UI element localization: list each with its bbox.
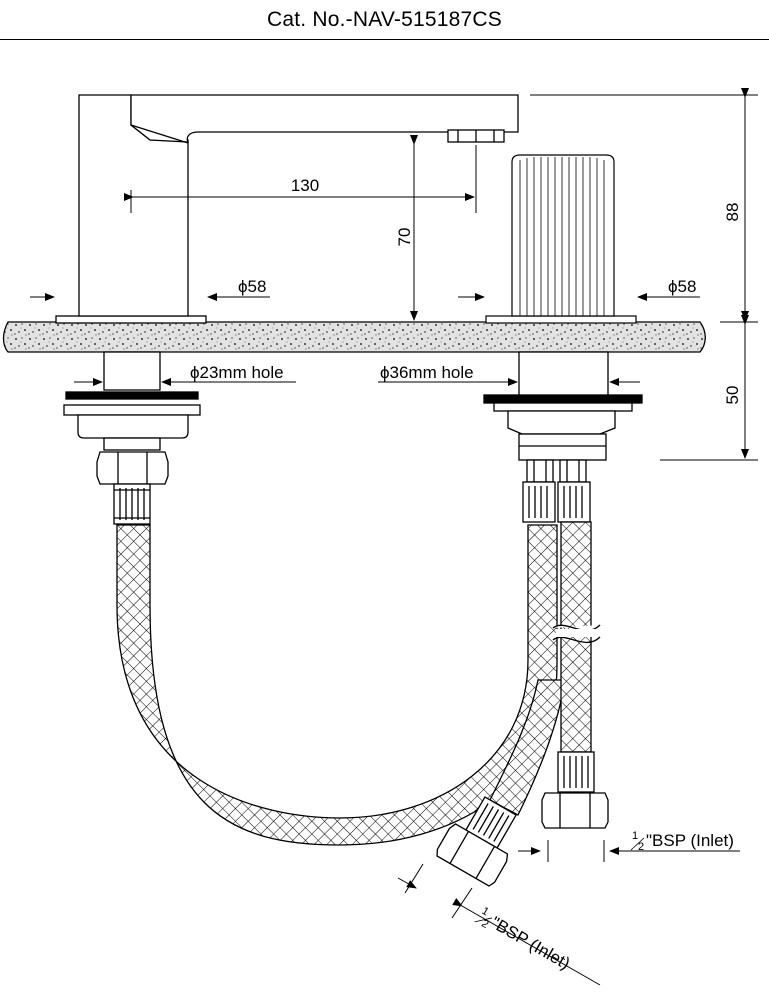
catalog-number-title: Cat. No.-NAV-515187CS [267,7,502,31]
diagonal-inlet-label: 1 2 "BSP (Inlet) [474,905,574,973]
countertop [2,321,706,353]
braided-hose-straight [552,521,601,753]
dim-handle-hole: ϕ36mm hole [380,363,474,382]
right-inlet-fraction-num: 1 [632,830,638,842]
handle-undermount [483,351,643,523]
title-bar: Cat. No.-NAV-515187CS [0,0,769,40]
spout-body [55,94,519,324]
braided-hose-loop [116,524,558,846]
right-inlet-fraction-den: 2 [638,841,644,853]
dim-spout-base-diameter: ϕ58 [238,277,266,296]
dim-spout-height: 70 [395,228,414,247]
right-inlet-label: 1 2 "BSP (Inlet) [630,830,734,853]
braided-hose-diagonal [489,679,566,816]
diagonal-inlet-fitting [436,796,517,887]
dim-spout-hole: ϕ23mm hole [190,363,284,382]
spout-undermount [63,351,201,525]
handle-knob [485,154,637,324]
dim-below-counter: 50 [723,386,742,405]
dimension-lines [30,88,758,986]
diagonal-inlet-fraction-den: 2 [479,918,490,931]
dim-total-height: 88 [723,203,742,222]
diagonal-inlet-fraction-num: 1 [480,905,491,918]
dim-spout-reach: 130 [291,176,319,195]
right-inlet-fitting [541,751,609,829]
diagonal-inlet-text: "BSP (Inlet) [488,913,574,973]
dim-handle-base-diameter: ϕ58 [668,277,696,296]
right-inlet-text: "BSP (Inlet) [646,831,734,850]
